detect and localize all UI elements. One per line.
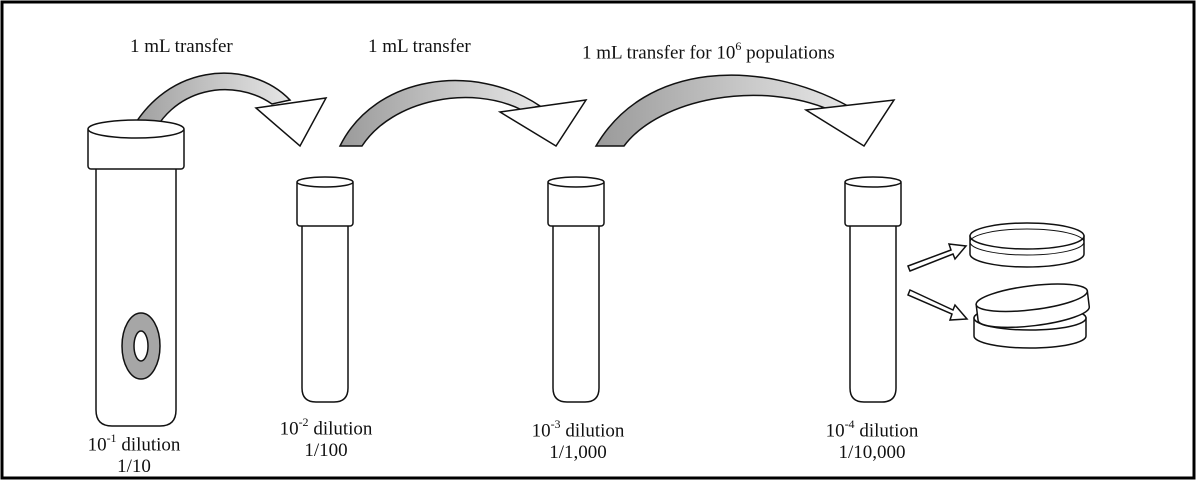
transfer-label-3: 1 mL transfer for 106 populations <box>582 39 835 64</box>
ratio-label-4: 1/10,000 <box>838 442 906 464</box>
tube-2 <box>296 176 354 403</box>
transfer-arrow-3 <box>594 74 896 148</box>
tube-4 <box>844 176 902 403</box>
dilution-label-2: 10-2 dilution 1/100 <box>236 412 416 462</box>
tube-1 <box>87 119 185 427</box>
transfer-arrow-1 <box>122 72 328 148</box>
transfer-label-1: 1 mL transfer <box>130 36 233 57</box>
plating-arrow-lower <box>907 288 969 321</box>
transfer-label-2: 1 mL transfer <box>368 36 471 57</box>
tube-3 <box>547 176 605 403</box>
ratio-label-1: 1/10 <box>117 456 151 478</box>
dilution-label-1: 10-1 dilution 1/10 <box>44 428 224 478</box>
transfer-arrow-2 <box>338 79 588 148</box>
inoculum-ring-marker <box>121 312 161 380</box>
dilution-label-4: 10-4 dilution 1/10,000 <box>782 414 962 464</box>
petri-dish-closed <box>969 222 1085 268</box>
ratio-label-2: 1/100 <box>304 440 348 462</box>
ratio-label-3: 1/1,000 <box>549 442 607 464</box>
plating-arrow-upper <box>907 243 968 272</box>
dilution-label-3: 10-3 dilution 1/1,000 <box>488 414 668 464</box>
petri-dish-open <box>973 283 1091 349</box>
